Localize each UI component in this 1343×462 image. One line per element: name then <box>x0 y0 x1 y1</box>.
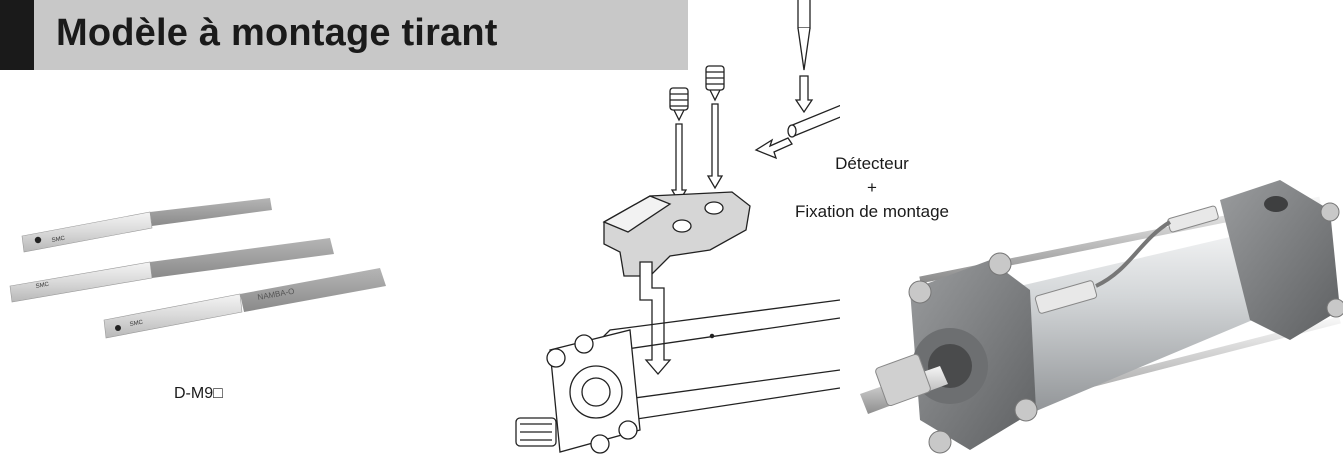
mounting-bracket-icon <box>602 191 751 277</box>
sensor-brand-2: SMC <box>35 282 50 290</box>
annotation-line-3: Fixation de montage <box>794 202 950 221</box>
screwdriver-icon <box>797 0 811 71</box>
sensor-bracket-annotation: Détecteur + Fixation de montage <box>762 152 982 224</box>
sensor-brand-1: SMC <box>51 236 66 244</box>
annotation-line-2: + <box>867 178 877 197</box>
sensor-top: SMC <box>21 198 272 253</box>
sensor-brand-3: SMC <box>129 320 144 328</box>
set-screw-icon <box>705 65 725 102</box>
sensor-pin-icon <box>787 104 840 138</box>
header-band <box>0 0 688 70</box>
sensor-middle: SMC <box>9 238 334 303</box>
annotation-line-1: Détecteur <box>835 154 909 173</box>
header-tab-marker <box>0 0 34 70</box>
cylinder-drawing <box>515 299 840 454</box>
mounting-diagram <box>500 0 840 462</box>
set-screw-icon <box>669 87 689 122</box>
sensor-bottom: NAMBA-O SMC <box>103 268 386 339</box>
page-title: Modèle à montage tirant <box>56 12 498 54</box>
sensor-photo: SMC SMC NAMBA-O SMC <box>0 150 420 390</box>
cylinder-photo <box>840 160 1343 462</box>
sensor-caption: D-M9□ <box>174 385 223 402</box>
